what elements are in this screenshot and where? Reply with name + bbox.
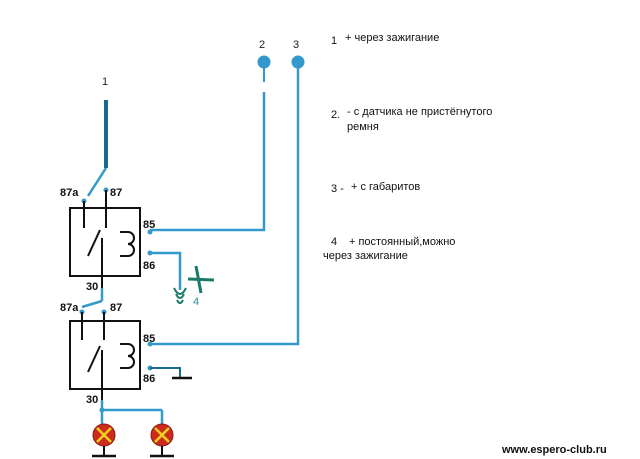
site-watermark: www.espero-club.ru	[501, 444, 607, 456]
relay1-coil	[120, 231, 135, 257]
terminal-3-label: 3	[293, 39, 299, 51]
legend-2-text-line2: ремня	[347, 121, 379, 133]
relay2-85-label: 85	[143, 333, 155, 345]
relay2-87-label: 87	[110, 302, 122, 314]
terminal-4-label: 4	[193, 296, 199, 308]
terminal-4-contact	[173, 287, 187, 304]
legend-4-text: + постоянный,можно	[349, 236, 455, 248]
lamp-1-icon	[92, 423, 116, 458]
legend-4-num: 4	[331, 236, 337, 248]
legend-2-text: - с датчика не пристёгнутого	[347, 106, 492, 118]
terminal-2-label: 2	[259, 39, 265, 51]
terminal-3-wire	[150, 68, 300, 346]
relay1-common-contact	[86, 167, 108, 197]
terminal-4-wire	[150, 251, 182, 290]
relay2-86-label: 86	[143, 373, 155, 385]
legend-1-text: + через зажигание	[345, 32, 439, 44]
relay2-85-node	[147, 341, 153, 347]
legend-3-text: + с габаритов	[351, 181, 420, 193]
relay1-86-label: 86	[143, 260, 155, 272]
relay2-switch-arm	[87, 345, 101, 373]
ground-wire	[150, 367, 181, 378]
relay1-87a-label: 87a	[60, 187, 79, 199]
terminal-2-wire	[150, 92, 266, 232]
legend: 1 + через зажигание 2. - с датчика не пр…	[323, 32, 492, 262]
relay2-coil	[120, 343, 135, 369]
relay2-87a-label: 87a	[60, 302, 79, 314]
legend-2-num: 2.	[331, 109, 340, 121]
terminal-3-dot[interactable]	[291, 55, 305, 69]
relay2-common-contact	[81, 299, 103, 309]
terminal-2-dot[interactable]	[257, 55, 271, 69]
relay1-85-label: 85	[143, 219, 155, 231]
relay1-87-label: 87	[110, 187, 122, 199]
relay1-switch-arm	[87, 229, 101, 257]
legend-3-num: 3 -	[331, 183, 344, 195]
plus-icon	[187, 265, 215, 294]
legend-1-num: 1	[331, 35, 337, 47]
terminal-1-label: 1	[102, 76, 108, 88]
relay1-30-label: 30	[86, 281, 98, 293]
relay2-30-label: 30	[86, 394, 98, 406]
lamp-2-icon	[150, 423, 174, 458]
legend-4-text-line2: через зажигание	[323, 250, 408, 262]
